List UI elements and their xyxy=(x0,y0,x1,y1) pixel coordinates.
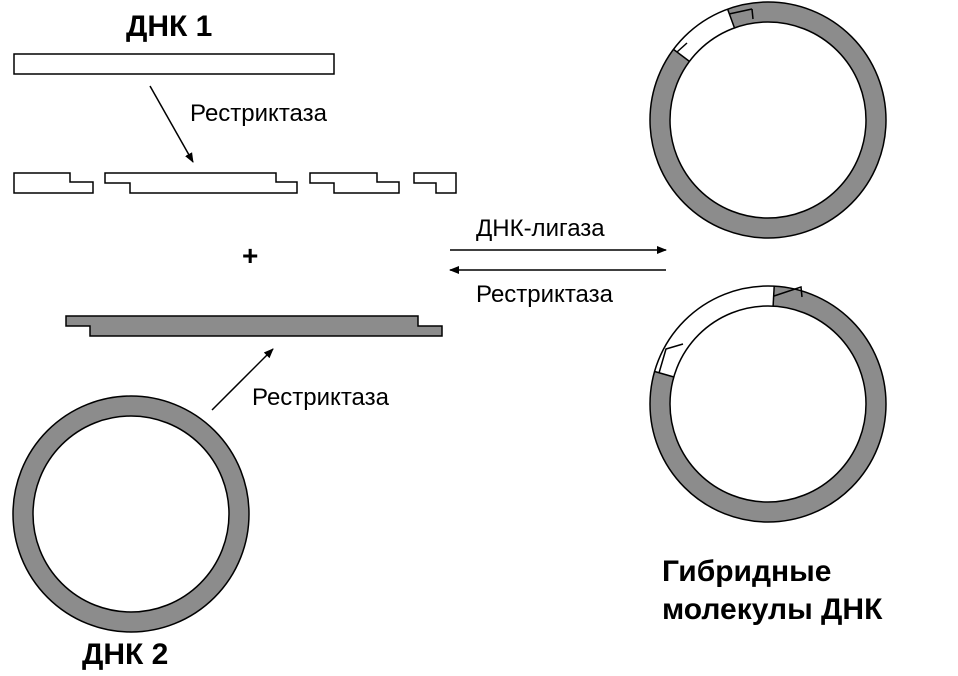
dna2-plasmid-outer-edge xyxy=(12,395,250,633)
dna1-strand xyxy=(13,53,335,75)
hybrid-1-insert xyxy=(673,9,735,62)
dna1-fragment-1 xyxy=(13,172,94,194)
hybrid-2-insert xyxy=(654,286,775,378)
dna1-fragment-2 xyxy=(104,172,298,194)
dna2-plasmid-ring xyxy=(13,396,249,632)
dna1-title: ДНК 1 xyxy=(126,10,213,43)
hybrid-label-line2: молекулы ДНК xyxy=(662,593,883,627)
dna2-title: ДНК 2 xyxy=(82,638,169,671)
plus-sign: + xyxy=(242,240,259,271)
hybrid-plasmid-1 xyxy=(649,1,887,239)
dna2-linear-fragment xyxy=(65,315,443,337)
restriction-label-top: Рестриктаза xyxy=(190,100,327,127)
reverse-restriction-label: Рестриктаза xyxy=(476,281,613,308)
ligase-label: ДНК-лигаза xyxy=(476,215,605,242)
dna1-fragment-4 xyxy=(413,172,457,194)
hybrid-plasmid-2 xyxy=(649,285,887,523)
hybrid-label-line1: Гибридные xyxy=(662,555,832,588)
restriction-label-bottom: Рестриктаза xyxy=(252,384,389,411)
restriction-arrow-dna2 xyxy=(211,348,274,411)
hybrid-molecules-label: Гибридные молекулы ДНК xyxy=(662,553,882,629)
dna2-plasmid-inner-edge xyxy=(32,415,230,613)
restriction-arrow-dna1 xyxy=(149,85,194,163)
dna1-fragment-3 xyxy=(309,172,400,194)
